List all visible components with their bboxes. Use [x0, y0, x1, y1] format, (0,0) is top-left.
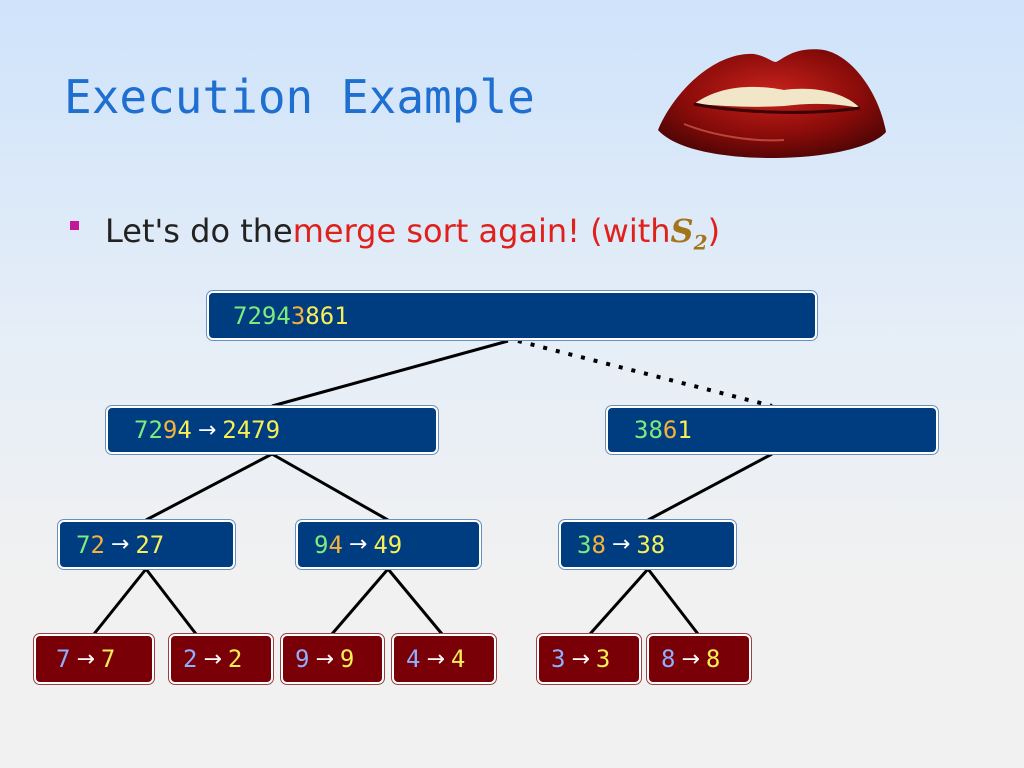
digit: 9 — [295, 645, 310, 673]
digit: 9 — [387, 530, 403, 559]
digit: 9 — [314, 530, 329, 559]
arrow-icon: → — [348, 532, 368, 557]
node-lr: 9 4→ 4 9 — [296, 520, 481, 569]
edge-rl-leaf6 — [646, 568, 700, 635]
digit: 4 — [236, 416, 252, 444]
digit: 4 — [177, 416, 192, 444]
arrow-icon: → — [110, 532, 130, 557]
digit: 3 — [577, 530, 592, 559]
digit: 7 — [76, 530, 91, 559]
arrow-icon: → — [611, 532, 631, 557]
digit: 2 — [227, 645, 243, 673]
arrow-icon: → — [315, 646, 334, 672]
digit: 6 — [662, 416, 678, 444]
edge-lr-leaf4 — [386, 568, 444, 635]
symbol-subscript: 2 — [693, 230, 708, 255]
digit: 6 — [319, 301, 335, 330]
digit: 2 — [90, 530, 105, 559]
digit: 4 — [406, 645, 421, 673]
edge-ll-leaf1 — [92, 568, 148, 635]
digit: 8 — [661, 645, 676, 673]
arrow-icon: → — [76, 646, 95, 672]
edge-root-right-dotted — [517, 339, 773, 408]
digit: 3 — [636, 530, 651, 559]
bullet-prefix: Let's do the — [105, 212, 293, 250]
digit: 2 — [148, 416, 163, 444]
slide-title: Execution Example — [64, 70, 535, 124]
digit: 4 — [450, 645, 466, 673]
symbol-s2: S2 — [671, 212, 708, 254]
digit: 9 — [265, 416, 281, 444]
bullet-marker — [70, 221, 79, 230]
arrow-icon: → — [426, 646, 445, 672]
digit: 3 — [551, 645, 566, 673]
leaf-node: 7→7 — [34, 634, 154, 684]
digit: 7 — [100, 645, 116, 673]
bullet-line: Let's do the merge sort again! (with S2 … — [70, 212, 720, 254]
leaf-node: 2→2 — [169, 634, 273, 684]
arrow-icon: → — [197, 417, 217, 443]
digit: 2 — [247, 301, 262, 330]
edge-ll-leaf2 — [144, 568, 198, 635]
edge-left-lr — [271, 452, 389, 522]
digit: 4 — [373, 530, 388, 559]
red-lips-icon — [658, 49, 886, 158]
leaf-node: 4→4 — [392, 634, 496, 684]
digit: 2 — [222, 416, 237, 444]
edge-left-ll — [145, 452, 273, 522]
digit: 3 — [634, 416, 649, 444]
digit: 3 — [290, 301, 306, 330]
digit: 2 — [135, 530, 150, 559]
leaf-node: 3→3 — [537, 634, 641, 684]
digit: 4 — [328, 530, 343, 559]
digit: 7 — [233, 301, 248, 330]
digit: 7 — [56, 645, 71, 673]
digit: 7 — [149, 530, 165, 559]
digit: 8 — [305, 301, 320, 330]
edge-rl-leaf5 — [588, 568, 650, 635]
arrow-icon: → — [203, 646, 222, 672]
digit: 9 — [339, 645, 355, 673]
digit: 8 — [650, 530, 666, 559]
leaf-node: 9→9 — [281, 634, 384, 684]
digit: 3 — [595, 645, 611, 673]
bullet-highlight: merge sort again! (with — [292, 212, 671, 250]
digit: 8 — [648, 416, 663, 444]
digit: 1 — [677, 416, 692, 444]
digit: 8 — [591, 530, 606, 559]
leaf-node: 8→8 — [647, 634, 751, 684]
digit: 1 — [334, 301, 349, 330]
digit: 9 — [162, 416, 178, 444]
digit: 2 — [183, 645, 198, 673]
digit: 7 — [134, 416, 149, 444]
digit: 9 — [261, 301, 277, 330]
symbol-s: S — [670, 212, 694, 250]
digit: 4 — [276, 301, 291, 330]
node-root: 7 2 9 4 3 8 6 1 — [207, 291, 817, 340]
edge-root-left — [271, 339, 509, 408]
edge-right-rl — [647, 452, 773, 522]
node-ll: 7 2→2 7 — [58, 520, 235, 569]
arrow-icon: → — [571, 646, 590, 672]
edge-lr-leaf3 — [330, 568, 390, 635]
node-rl: 3 8→3 8 — [559, 520, 736, 569]
bullet-suffix: ) — [707, 212, 721, 250]
digit: 8 — [705, 645, 721, 673]
node-right: 3 8 6 1 — [606, 406, 938, 454]
arrow-icon: → — [681, 646, 700, 672]
node-left: 7 2 9 4→2 4 7 9 — [106, 406, 438, 454]
digit: 7 — [251, 416, 266, 444]
